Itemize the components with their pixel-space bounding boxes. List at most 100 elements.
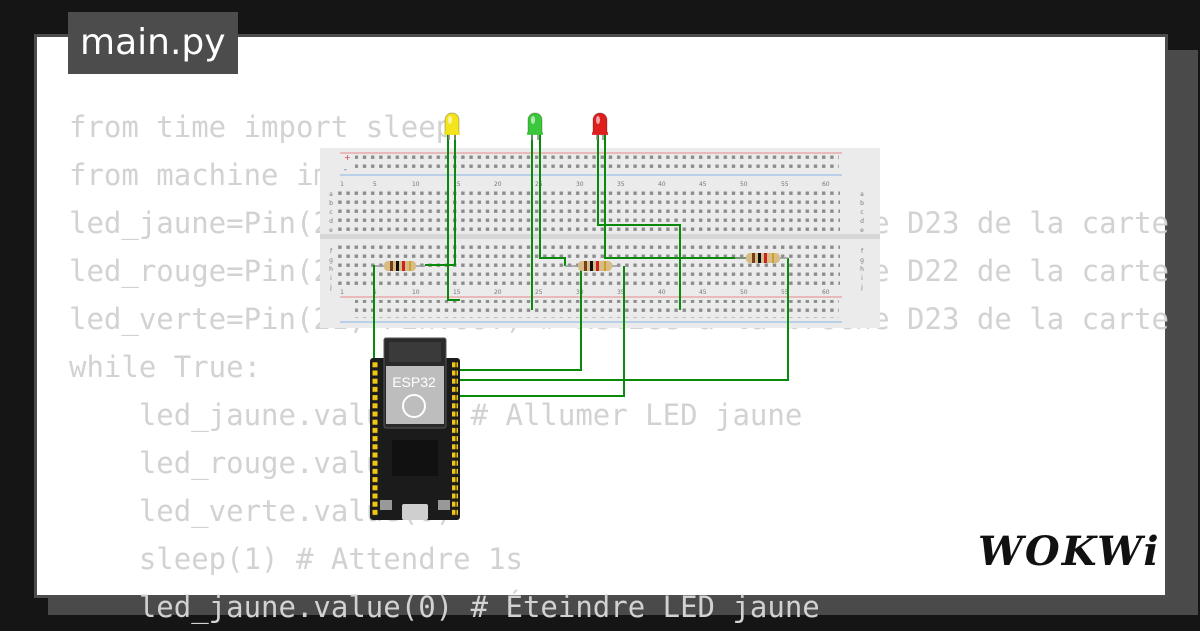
column-label: 60 bbox=[822, 289, 830, 296]
led-green[interactable] bbox=[527, 112, 543, 140]
code-line: led_jaune.value(0) # Éteindre LED jaune bbox=[69, 590, 820, 624]
column-label: 30 bbox=[576, 181, 584, 188]
led-body bbox=[527, 112, 543, 135]
wires bbox=[373, 132, 789, 397]
column-label: 1 bbox=[340, 181, 344, 188]
rail-minus-label: - bbox=[344, 165, 347, 174]
row-label: f bbox=[330, 248, 333, 255]
resistor-3[interactable] bbox=[735, 253, 788, 263]
code-line: led_jaune.value(1) # Allumer LED jaune bbox=[138, 398, 803, 432]
row-label: d bbox=[329, 218, 333, 225]
resistor-2-band bbox=[590, 261, 593, 271]
row-label: c bbox=[860, 209, 863, 216]
resistor-2-body bbox=[578, 261, 612, 271]
column-label: 25 bbox=[535, 181, 543, 188]
row-label: i bbox=[861, 275, 863, 282]
resistor-2-band bbox=[604, 261, 606, 271]
column-label: 10 bbox=[412, 289, 420, 296]
row-label: f bbox=[861, 248, 864, 255]
code-line: from time import sleep bbox=[69, 110, 454, 144]
wokwi-logo: WOKWi bbox=[978, 528, 1161, 575]
resistor-3-band bbox=[764, 253, 767, 263]
column-label: 35 bbox=[617, 289, 625, 296]
wire-red-cathode[interactable] bbox=[597, 132, 681, 310]
terminal-strip-top[interactable] bbox=[338, 188, 840, 233]
wire-d22[interactable] bbox=[455, 266, 582, 371]
resistor-3-body bbox=[746, 253, 780, 263]
wire-red-anode[interactable] bbox=[604, 132, 748, 259]
code-line: while True: bbox=[69, 350, 262, 384]
led-rim bbox=[444, 132, 460, 135]
en-button[interactable] bbox=[438, 500, 450, 510]
row-label: c bbox=[329, 209, 332, 216]
usb-port[interactable] bbox=[402, 504, 428, 520]
wire-green-anode[interactable] bbox=[539, 132, 566, 266]
column-label: 60 bbox=[822, 181, 830, 188]
esp32-pin-header-right[interactable] bbox=[452, 362, 458, 518]
column-label: 1 bbox=[340, 289, 344, 296]
row-label: d bbox=[860, 218, 864, 225]
row-label: b bbox=[329, 200, 333, 207]
led-yellow[interactable] bbox=[444, 112, 460, 140]
esp32-board[interactable]: ESP32 bbox=[370, 337, 460, 520]
led-rim bbox=[592, 132, 608, 135]
column-label: 15 bbox=[453, 181, 461, 188]
resistor-3-band bbox=[758, 253, 761, 263]
wire-yellow-anode[interactable] bbox=[425, 132, 456, 266]
resistor-1-band bbox=[390, 261, 393, 271]
boot-button[interactable] bbox=[380, 500, 392, 510]
resistor-2-band bbox=[584, 261, 587, 271]
led-highlight bbox=[531, 116, 535, 124]
resistor-1[interactable] bbox=[375, 261, 425, 271]
column-label: 50 bbox=[740, 181, 748, 188]
esp32-pin-header-left[interactable] bbox=[372, 362, 378, 518]
led-highlight bbox=[596, 116, 600, 124]
column-label: 5 bbox=[373, 181, 377, 188]
row-label: i bbox=[330, 275, 332, 282]
row-label: h bbox=[860, 266, 864, 273]
column-label: 40 bbox=[658, 181, 666, 188]
row-label: g bbox=[329, 257, 333, 264]
row-label: b bbox=[860, 200, 864, 207]
file-tab[interactable]: main.py bbox=[68, 12, 238, 74]
center-channel bbox=[320, 234, 880, 239]
column-label: 35 bbox=[617, 181, 625, 188]
column-label: 50 bbox=[740, 289, 748, 296]
row-label: e bbox=[860, 227, 864, 234]
wire-gnd[interactable] bbox=[455, 258, 789, 381]
rail-plus-label: + bbox=[344, 153, 351, 162]
led-red[interactable] bbox=[592, 112, 608, 140]
column-label: 10 bbox=[412, 181, 420, 188]
row-label: e bbox=[329, 227, 333, 234]
column-label: 25 bbox=[535, 289, 543, 296]
column-label: 20 bbox=[494, 181, 502, 188]
row-label: g bbox=[860, 257, 864, 264]
resistor-2[interactable] bbox=[565, 261, 620, 271]
column-label: 40 bbox=[658, 289, 666, 296]
led-body bbox=[592, 112, 608, 135]
esp32-antenna bbox=[389, 342, 441, 362]
resistor-1-band bbox=[409, 261, 411, 271]
espressif-logo-icon bbox=[402, 394, 426, 418]
code-line: sleep(1) # Attendre 1s bbox=[69, 542, 523, 576]
resistor-1-band bbox=[402, 261, 405, 271]
column-label: 15 bbox=[453, 289, 461, 296]
leds bbox=[444, 112, 608, 140]
resistor-2-band bbox=[596, 261, 599, 271]
row-label: a bbox=[860, 191, 864, 198]
row-label: h bbox=[329, 266, 333, 273]
led-highlight bbox=[448, 116, 452, 124]
bottom-rail-holes[interactable] bbox=[355, 300, 839, 318]
column-label: 20 bbox=[494, 289, 502, 296]
esp32-usb-chip bbox=[392, 440, 438, 476]
row-label: a bbox=[329, 191, 333, 198]
wire-d21[interactable] bbox=[455, 266, 625, 397]
wire-yellow-cathode[interactable] bbox=[447, 132, 460, 301]
column-label: 55 bbox=[781, 181, 789, 188]
